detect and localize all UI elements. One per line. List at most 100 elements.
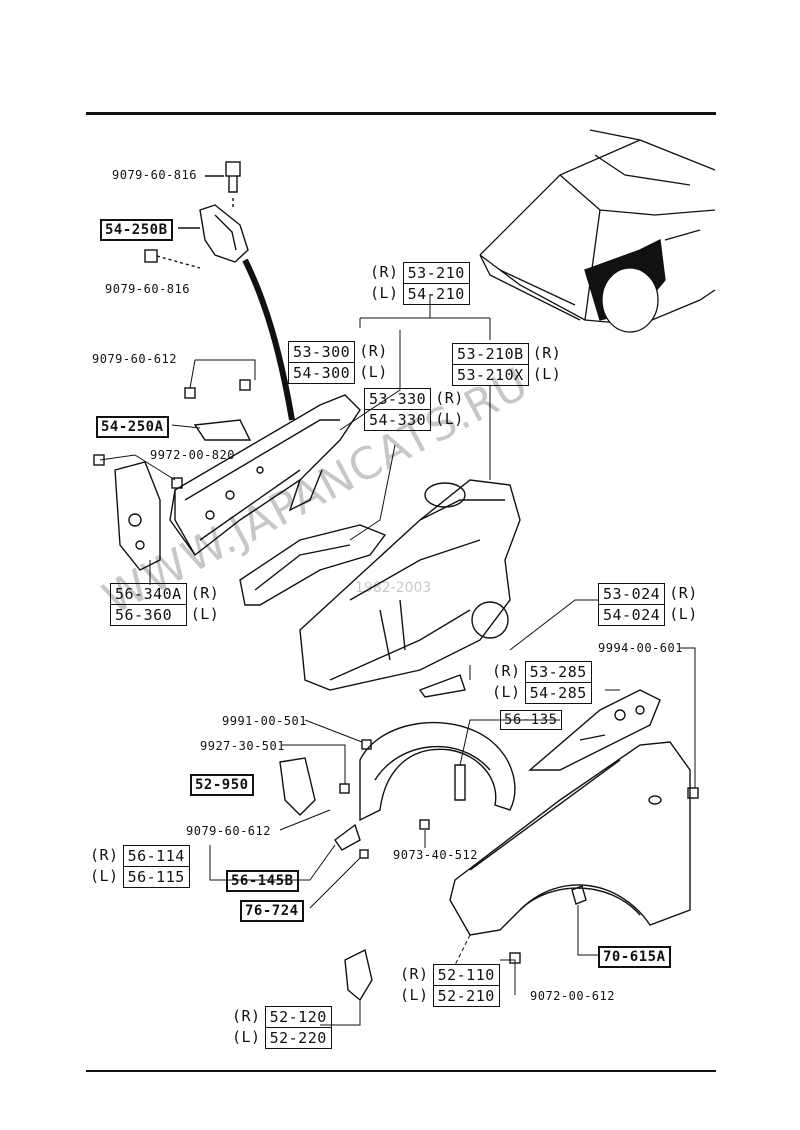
part-stack: (R) 52-110 (L) 52-210 [398, 964, 500, 1007]
part-label: 9079-60-816 [112, 168, 197, 182]
nut-icon [687, 787, 699, 799]
part-stack: 53-024 (R) 54-024 (L) [598, 583, 700, 626]
side-label: (R) [370, 263, 399, 281]
leader-lines [99, 295, 696, 1026]
part-number: 54-330 [364, 409, 432, 431]
part-label: 9073-40-512 [393, 848, 478, 862]
part-label: 9994-00-601 [598, 641, 683, 655]
clip-icon [571, 885, 587, 905]
side-label: (R) [359, 342, 388, 360]
part-label: 76-724 [240, 900, 304, 922]
part-number: 53-210B [452, 343, 529, 364]
side-label: (L) [435, 410, 464, 428]
part-number: 52-210 [432, 985, 500, 1007]
side-label: (L) [532, 365, 562, 383]
part-number: 52-120 [264, 1006, 332, 1027]
part-stack: 53-210B (R) 53-210X (L) [452, 343, 563, 386]
side-label: (L) [190, 605, 220, 623]
part-number: 54-210 [402, 283, 470, 305]
bracket-icon [193, 419, 252, 441]
part-label: 56-145B [226, 870, 299, 892]
side-label: (L) [232, 1028, 261, 1046]
bottom-rule [86, 1070, 716, 1072]
frame-rail-icon [169, 394, 361, 557]
part-label: 9972-00-820 [150, 448, 235, 462]
side-label: (R) [400, 965, 429, 983]
part-number: 56-360 [110, 604, 187, 626]
part-label: 54-250B [100, 219, 173, 241]
plate-icon [334, 823, 361, 851]
part-stack: (R) 56-114 (L) 56-115 [88, 845, 190, 888]
part-label: 70-615A [598, 946, 671, 968]
side-label: (R) [435, 389, 464, 407]
part-label: 56-135 [500, 710, 562, 730]
part-label: 9927-30-501 [200, 739, 285, 753]
side-label: (R) [669, 584, 698, 602]
reinforcement-icon [528, 689, 661, 771]
bolt-icon [184, 387, 196, 399]
part-stack: (R) 53-285 (L) 54-285 [490, 661, 592, 704]
bracket-icon [454, 764, 466, 801]
side-label: (R) [532, 344, 562, 362]
part-number: 56-115 [122, 866, 190, 888]
bolt-icon [239, 379, 251, 391]
side-label: (L) [90, 867, 119, 885]
side-label: (L) [400, 986, 429, 1004]
side-label: (L) [359, 363, 388, 381]
part-number: 54-024 [598, 604, 666, 626]
part-label: 9072-00-612 [530, 989, 615, 1003]
part-stack: 53-330 (R) 54-330 (L) [364, 388, 466, 431]
part-label: 9079-60-816 [105, 282, 190, 296]
bolt-icon [205, 161, 241, 193]
bracket-icon [114, 461, 161, 571]
bolt-icon [339, 783, 350, 794]
part-number: 53-210 [402, 262, 470, 283]
part-stack: 53-300 (R) 54-300 (L) [288, 341, 390, 384]
watermark-years: 1982-2003 [355, 580, 432, 596]
side-label: (R) [190, 584, 220, 602]
bracket-icon [418, 674, 466, 698]
part-number: 56-340A [110, 583, 187, 604]
part-number: 52-110 [432, 964, 500, 985]
side-label: (R) [492, 662, 521, 680]
mudguard-icon [359, 721, 516, 822]
part-label: 9079-60-612 [92, 352, 177, 366]
part-label: 9079-60-612 [186, 824, 271, 838]
car-silhouette-icon [479, 129, 716, 333]
part-label: 52-950 [190, 774, 254, 796]
apron-icon [239, 524, 387, 606]
clip-icon [359, 849, 369, 859]
side-label: (R) [232, 1007, 261, 1025]
part-number: 54-300 [288, 362, 356, 384]
bolt-icon [171, 477, 183, 489]
fender-icon [449, 741, 691, 936]
part-number: 54-285 [524, 682, 592, 704]
wheel-apron-icon [299, 479, 521, 691]
part-label: 54-250A [96, 416, 169, 438]
bolt-icon [419, 819, 430, 830]
side-label: (R) [90, 846, 119, 864]
part-stack: (R) 53-210 (L) 54-210 [368, 262, 470, 305]
part-number: 53-210X [452, 364, 529, 386]
mudflap-icon [344, 948, 373, 1002]
part-stack: (R) 52-120 (L) 52-220 [230, 1006, 332, 1049]
clip-icon [361, 739, 372, 750]
part-number: 53-300 [288, 341, 356, 362]
side-label: (L) [370, 284, 399, 302]
part-number: 53-024 [598, 583, 666, 604]
side-label: (L) [492, 683, 521, 701]
bracket-icon [279, 757, 316, 816]
part-number: 53-330 [364, 388, 432, 409]
part-number: 53-285 [524, 661, 592, 682]
bolt-icon [144, 249, 201, 269]
bracket-icon [178, 198, 249, 263]
part-label: 9991-00-501 [222, 714, 307, 728]
part-stack: 56-340A (R) 56-360 (L) [110, 583, 221, 626]
part-number: 52-220 [264, 1027, 332, 1049]
bolt-icon [93, 454, 105, 466]
side-label: (L) [669, 605, 698, 623]
top-rule [86, 112, 716, 115]
part-number: 56-114 [122, 845, 190, 866]
